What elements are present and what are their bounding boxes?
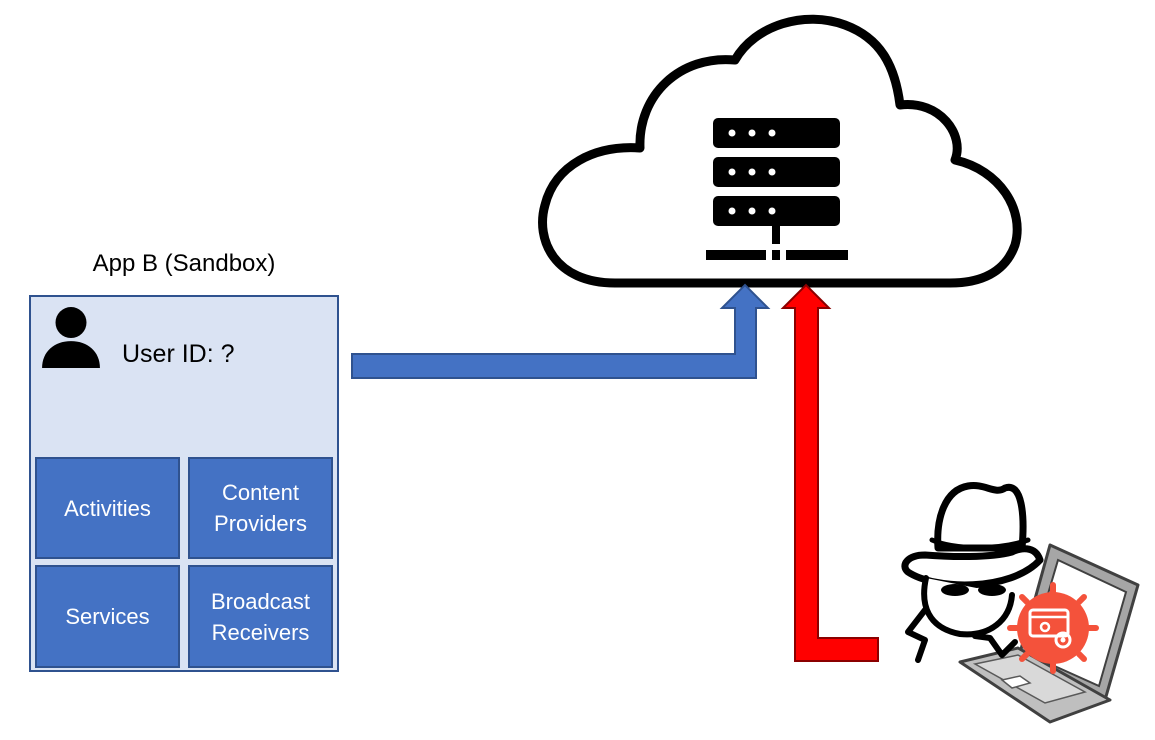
app-sandbox-title: App B (Sandbox) [92, 250, 276, 277]
component-label: Broadcast Receivers [210, 588, 311, 645]
component-label: Content Providers [214, 480, 307, 536]
app-to-cloud-arrow [351, 283, 771, 379]
component-activities: Activities [35, 457, 180, 559]
component-broadcast-receivers: Broadcast Receivers [188, 565, 333, 668]
person-icon [42, 307, 100, 368]
component-services: Services [35, 565, 180, 668]
spy-hacker-icon [901, 482, 1044, 663]
cloud-icon [538, 14, 1022, 288]
user-id-label: User ID: ? [122, 340, 235, 368]
malware-virus-icon [1007, 582, 1099, 674]
attacker-to-cloud-arrow [780, 283, 879, 662]
component-label: Activities [64, 495, 151, 521]
component-content-providers: Content Providers [188, 457, 333, 559]
component-label: Services [65, 604, 150, 629]
server-rack-icon [706, 118, 848, 260]
